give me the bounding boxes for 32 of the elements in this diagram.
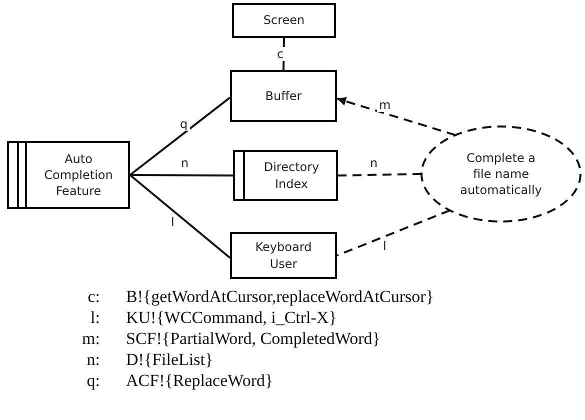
interface-key: l: (60, 307, 100, 328)
interface-key: c: (60, 286, 100, 307)
domain-box (230, 70, 337, 122)
node-label: Complete a file name automatically (459, 150, 543, 198)
edge-label: l (169, 215, 176, 229)
machine-domain-box (7, 141, 130, 209)
dashed-connector (336, 209, 450, 256)
node-label: Keyboard User (254, 239, 313, 272)
node-label: Buffer (265, 88, 302, 104)
interface-phenomena: B!{getWordAtCursor,replaceWordAtCursor} (126, 286, 434, 307)
interface-key: q: (60, 370, 100, 391)
connector-line (282, 38, 285, 70)
designed-domain-box (233, 150, 338, 201)
dashed-connector (336, 96, 456, 136)
connector-line (130, 174, 233, 176)
node-label: Auto Completion Feature (43, 150, 114, 200)
interface-key: m: (60, 328, 100, 349)
node-label: Directory Index (262, 159, 320, 192)
domain-box (230, 232, 337, 279)
domain-box (232, 3, 336, 38)
dashed-connector (338, 173, 422, 176)
interface-phenomena: SCF!{PartialWord, CompletedWord} (126, 328, 382, 349)
requirement-ellipse (420, 125, 582, 223)
interface-phenomena: D!{FileList} (126, 349, 214, 370)
connector-line (129, 174, 231, 259)
node-label: Screen (263, 12, 305, 29)
connector-line (129, 96, 231, 176)
edge-label: l (381, 239, 388, 253)
interface-phenomena: KU!{WCCommand, i_Ctrl-X} (126, 307, 338, 328)
interface-key: n: (60, 349, 100, 370)
edge-label: c (275, 47, 286, 61)
interface-phenomena: ACF!{ReplaceWord} (126, 370, 274, 391)
